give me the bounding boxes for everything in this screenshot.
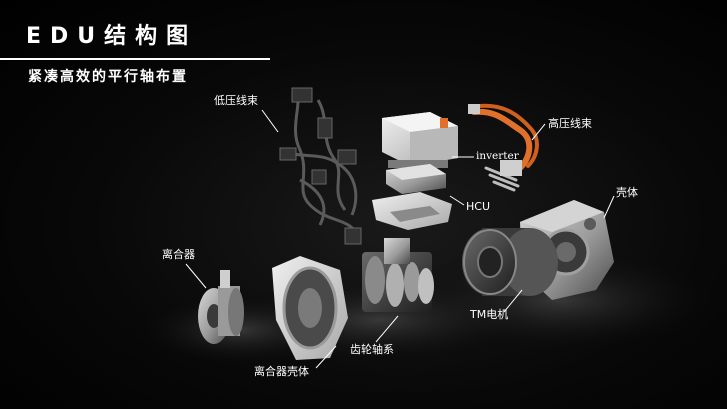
mounting-bracket-part	[372, 192, 452, 230]
label-clutch: 离合器	[162, 248, 195, 261]
leader-line-clutch	[185, 263, 207, 289]
label-housing: 壳体	[616, 186, 638, 199]
leader-line-tm-motor	[503, 289, 523, 313]
label-tm-motor: TM电机	[470, 308, 509, 321]
clutch-housing-part	[272, 256, 348, 360]
label-low-voltage-harness: 低压线束	[214, 94, 258, 107]
leader-line-hcu	[449, 195, 465, 206]
leader-line-low-voltage-harness	[261, 109, 279, 133]
low-voltage-harness-part	[279, 87, 362, 245]
leader-line-high-voltage-harness	[531, 123, 546, 141]
slide-title: EDU结构图	[26, 24, 198, 49]
clutch-part	[198, 270, 244, 344]
hcu-part	[386, 164, 446, 194]
label-hcu: HCU	[466, 200, 491, 213]
label-gear-shaft-system: 齿轮轴系	[350, 343, 394, 356]
leader-lines	[185, 109, 615, 369]
label-inverter: inverter	[476, 150, 519, 162]
high-voltage-harness-part	[468, 103, 539, 192]
label-clutch-housing: 离合器壳体	[254, 365, 309, 378]
leader-line-gear-shaft-system	[375, 315, 399, 343]
leader-line-clutch-housing	[315, 345, 337, 369]
inverter-part	[382, 112, 458, 168]
leader-line-housing	[603, 195, 615, 219]
title-underline	[0, 58, 270, 60]
label-high-voltage-harness: 高压线束	[548, 117, 592, 130]
tm-motor-part	[462, 228, 558, 296]
gear-shaft-system-part	[362, 238, 434, 312]
slide-subtitle: 紧凑高效的平行轴布置	[28, 69, 188, 85]
